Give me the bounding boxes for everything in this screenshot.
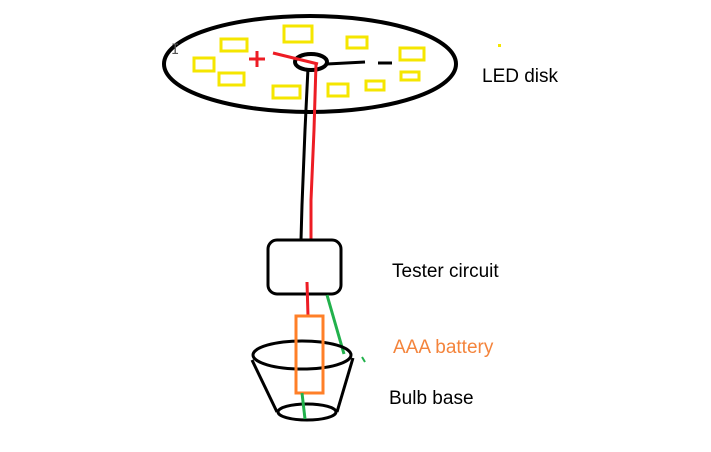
green-wire-top <box>325 294 346 355</box>
led <box>271 84 302 100</box>
bulb-base-right-side <box>335 357 355 413</box>
tester-to-battery-wire <box>305 281 310 317</box>
led <box>345 35 369 50</box>
bulb-base-label: Bulb base <box>389 388 474 409</box>
plus-sign-icon <box>249 51 265 67</box>
disk-center-hub <box>293 52 329 72</box>
tester-circuit-label: Tester circuit <box>392 261 499 282</box>
aaa-battery-body <box>294 314 325 395</box>
tester-circuit-box <box>266 238 343 296</box>
led <box>398 46 426 62</box>
led <box>399 70 421 82</box>
led <box>282 24 314 44</box>
bulb-base-top <box>251 339 353 371</box>
led <box>364 79 386 92</box>
disk-positive-trace <box>272 51 319 66</box>
aaa-battery-label: AAA battery <box>393 337 494 358</box>
disk-negative-trace <box>326 60 392 66</box>
red-wire <box>309 63 318 240</box>
text-cursor-icon: I <box>171 42 180 58</box>
led-disk-label: LED disk <box>482 66 559 87</box>
green-wire-bottom <box>300 392 307 420</box>
stray-led-dot <box>498 44 501 47</box>
bulb-base-left-side <box>250 359 279 413</box>
green-wire-stub <box>361 356 366 363</box>
bulb-base-bottom <box>276 402 338 422</box>
black-wire <box>299 67 310 241</box>
led <box>217 71 246 87</box>
led-disk-outline <box>162 14 458 114</box>
led <box>192 56 216 73</box>
led <box>219 37 249 53</box>
led <box>326 82 350 98</box>
led-group <box>192 24 501 100</box>
